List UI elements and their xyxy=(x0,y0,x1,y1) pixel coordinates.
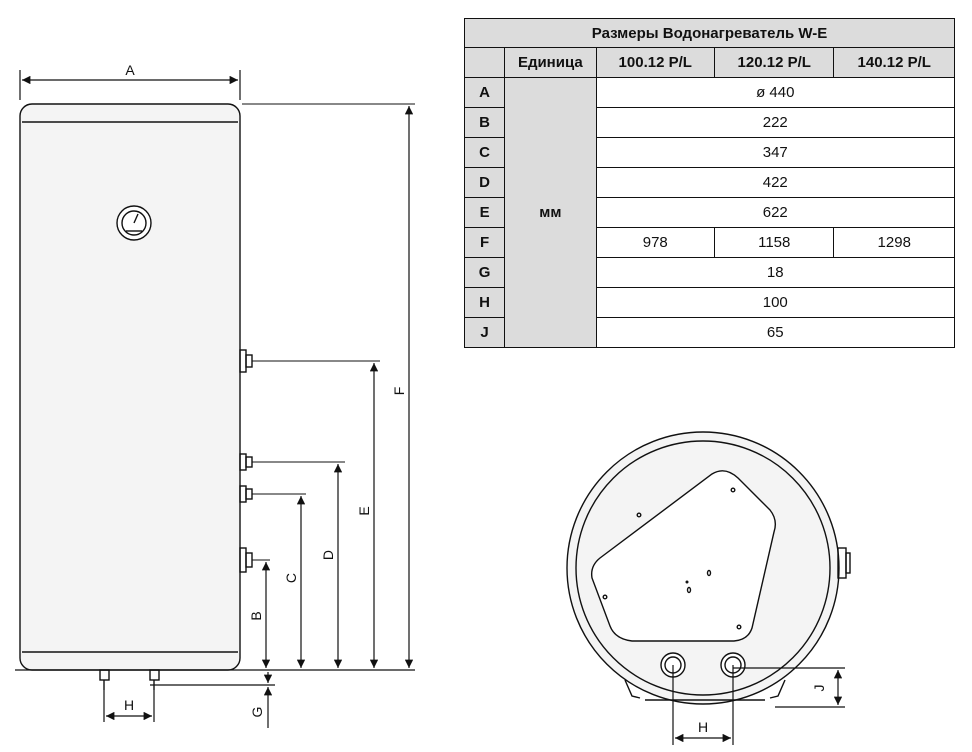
dimension-label-f: F xyxy=(391,387,407,396)
dimension-g xyxy=(150,672,275,728)
row-value-e: 622 xyxy=(595,197,956,228)
dimension-label-g: G xyxy=(249,707,265,718)
dimension-h-bottom xyxy=(672,665,734,745)
access-cover xyxy=(590,470,777,642)
row-value-g: 18 xyxy=(595,257,956,288)
row-value-j: 65 xyxy=(595,317,956,348)
vertical-dimensions xyxy=(261,106,414,668)
dimension-h-side xyxy=(103,690,155,722)
model-header-3: 140.12 P/L xyxy=(833,47,955,78)
dimension-label-b: B xyxy=(248,611,264,620)
extension-lines xyxy=(242,103,415,561)
row-key-b: B xyxy=(463,107,506,138)
unit-cell: мм xyxy=(504,77,597,348)
row-key-c: C xyxy=(463,137,506,168)
row-value-h: 100 xyxy=(595,287,956,318)
dimension-a xyxy=(19,70,241,100)
model-header-1: 100.12 P/L xyxy=(595,47,715,78)
row-key-j: J xyxy=(463,317,506,348)
row-key-a: A xyxy=(463,77,506,108)
dimension-label-h-side: H xyxy=(124,697,134,713)
bottom-view xyxy=(566,431,851,705)
dimension-label-d: D xyxy=(320,550,336,560)
dimension-label-j: J xyxy=(811,685,827,692)
model-header-2: 120.12 P/L xyxy=(713,47,835,78)
row-value-f-2: 1158 xyxy=(713,227,835,258)
dimension-label-e: E xyxy=(356,506,372,515)
side-view xyxy=(15,103,415,690)
side-pipe-connections xyxy=(239,349,253,573)
row-key-f: F xyxy=(463,227,506,258)
row-value-a: ø 440 xyxy=(595,77,956,108)
dimensions-table: Размеры Водонагреватель W-E Единица 100.… xyxy=(463,18,956,348)
row-key-g: G xyxy=(463,257,506,288)
row-key-h: H xyxy=(463,287,506,318)
table-corner xyxy=(463,47,506,78)
bottom-pipes xyxy=(99,669,160,690)
row-key-d: D xyxy=(463,167,506,198)
unit-header: Единица xyxy=(504,47,597,78)
dimension-label-h-bottom: H xyxy=(698,719,708,735)
tank-inner-circle xyxy=(575,440,831,696)
dimension-label-c: C xyxy=(283,573,299,583)
row-value-d: 422 xyxy=(595,167,956,198)
row-value-b: 222 xyxy=(595,107,956,138)
thermometer-gauge-icon xyxy=(116,205,152,241)
tank-body xyxy=(19,103,241,671)
table-title: Размеры Водонагреватель W-E xyxy=(464,18,955,48)
dimension-j xyxy=(733,667,845,708)
row-value-f-1: 978 xyxy=(595,227,715,258)
row-value-f-3: 1298 xyxy=(833,227,955,258)
row-key-e: E xyxy=(463,197,506,228)
dimension-label-a: A xyxy=(125,62,135,78)
row-value-c: 347 xyxy=(595,137,956,168)
